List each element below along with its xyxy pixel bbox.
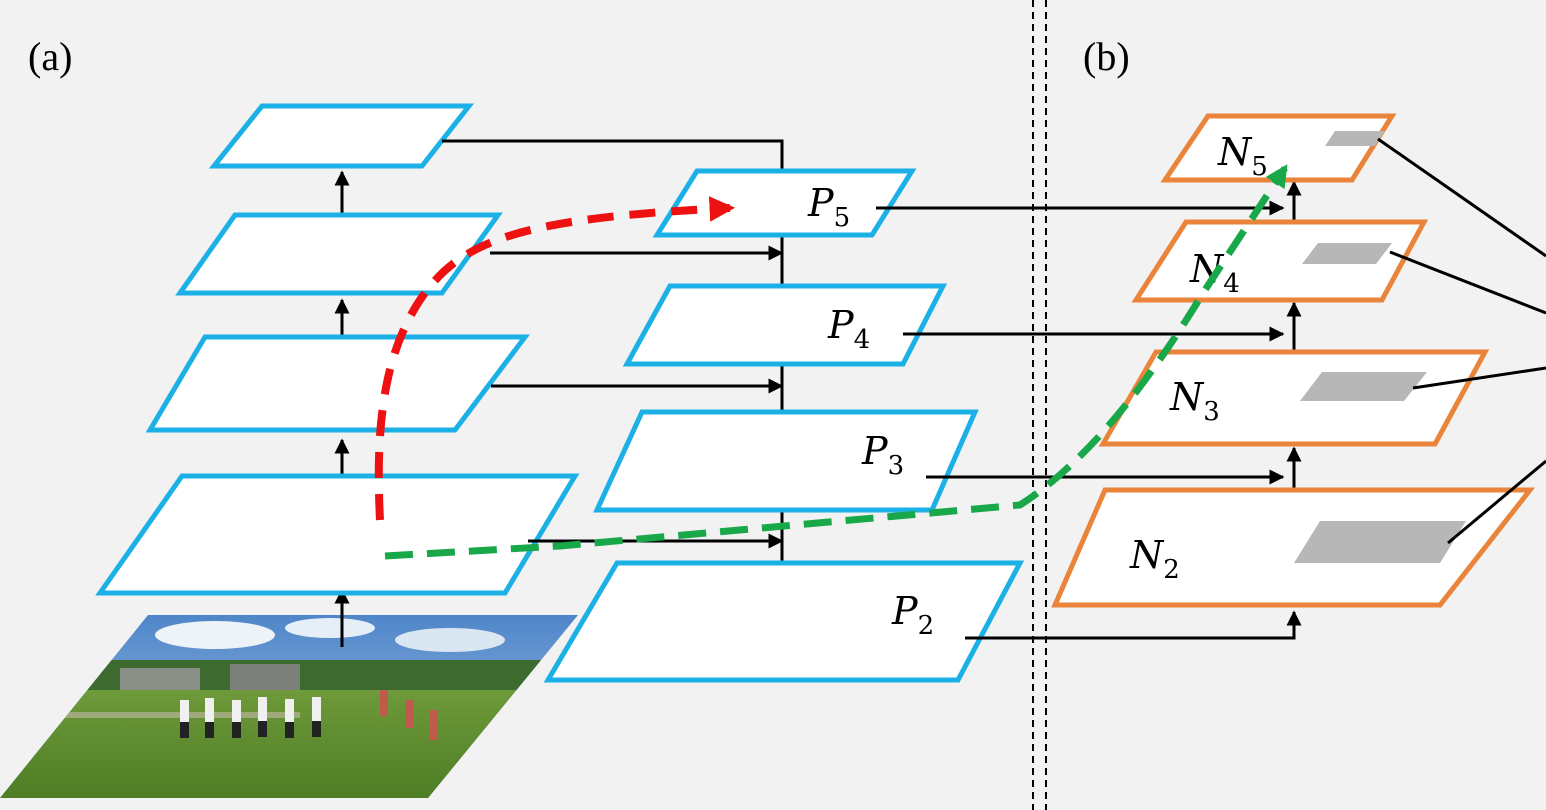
augmented-n2: [1051, 487, 1536, 608]
backbone-layer-4: [208, 103, 475, 169]
input-image: [0, 615, 578, 798]
feature-pyramid: [543, 168, 1025, 683]
fusion-lines: [1377, 137, 1546, 545]
backbone-layer-2: [145, 334, 531, 433]
pooled-regions: [1294, 131, 1466, 563]
pyramid-p5-label: P5: [807, 181, 850, 233]
backbone-layer-1: [95, 473, 580, 596]
pyramid-p3: [593, 409, 979, 513]
pyramid-labels: P5 P4 P3 P2: [807, 181, 934, 641]
pyramid-p5: [652, 168, 917, 238]
bottom-up-path-green: [384, 164, 1288, 560]
augmented-n5-label: N5: [1217, 130, 1268, 182]
augmented-n3-label: N3: [1169, 375, 1220, 427]
augmented-n4: [1131, 219, 1429, 303]
pyramid-p4-label: P4: [827, 303, 870, 355]
augmented-n5: [1160, 113, 1397, 183]
pyramid-p4: [622, 283, 948, 367]
pyramid-p3-label: P3: [861, 429, 904, 481]
pyramid-p2-label: P2: [891, 589, 934, 641]
panel-a-label: (a): [28, 34, 72, 79]
augmented-n3: [1098, 349, 1490, 447]
pyramid-to-augmented: [876, 200, 1302, 640]
panel-b-label: (b): [1083, 34, 1130, 79]
backbone-layer-3: [175, 212, 503, 296]
panel-separator: [1032, 0, 1047, 810]
pyramid-p2: [543, 560, 1025, 683]
top-down-path-red: [374, 196, 736, 521]
augmented-n2-label: N2: [1129, 533, 1180, 585]
backbone-layers: [95, 103, 580, 596]
